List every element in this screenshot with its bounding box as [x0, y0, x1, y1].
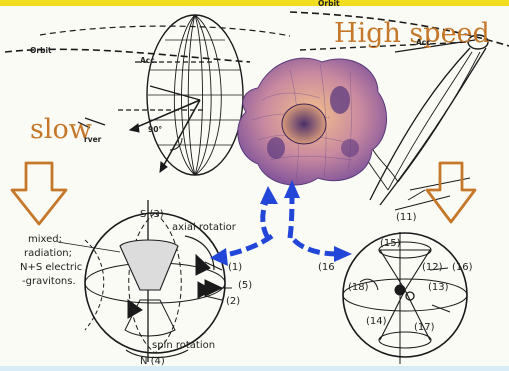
down-arrow-icon [10, 161, 68, 226]
top-band [0, 0, 509, 6]
orbit-label-left: Orbit [30, 46, 52, 55]
high-speed-label: High speed [334, 18, 490, 49]
label-11: (11) [396, 212, 417, 223]
s3-label: S (3) [140, 209, 164, 220]
acc-label-right: Acc [416, 38, 431, 47]
spin-rotation-label: spin rotation [152, 340, 216, 351]
calabi-yau-surface [237, 57, 388, 186]
label-5: (5) [238, 280, 253, 291]
ns-electric-label: N+S electric [20, 262, 83, 273]
label-2: (2) [226, 296, 241, 307]
bottom-band [0, 366, 509, 371]
label-15: (15) [380, 238, 401, 249]
axial-rotation-label: axial rotatior [172, 222, 236, 233]
label-17: (17) [414, 322, 435, 333]
down-arrow-icon [425, 161, 477, 224]
n4-label: N (4) [140, 356, 165, 367]
label-16a: (16 [318, 262, 335, 273]
blue-dashed-arrow-icon [210, 180, 352, 266]
label-13: (13) [428, 282, 449, 293]
orbit-label-right: Orbit [318, 0, 340, 8]
sphere-sketch-left [57, 200, 232, 362]
label-12: (12) [422, 262, 443, 273]
label-14: (14) [366, 316, 387, 327]
label-16b: (16) [452, 262, 473, 273]
angle-label: 90° [148, 125, 163, 134]
label-1: (1) [228, 262, 243, 273]
acc-label-left: Acc. [140, 56, 158, 65]
gravitons-label: -gravitons. [22, 276, 76, 287]
mixed-label: mixed; [28, 234, 62, 245]
radiation-label: radiation; [24, 248, 73, 259]
orbit-sketch-left [4, 14, 291, 176]
label-18: (18) [348, 282, 369, 293]
sphere-sketch-right [342, 232, 468, 364]
comet-sketch-right [289, 11, 509, 211]
slow-label: slow [30, 114, 92, 145]
observer-label: rver [84, 135, 102, 144]
